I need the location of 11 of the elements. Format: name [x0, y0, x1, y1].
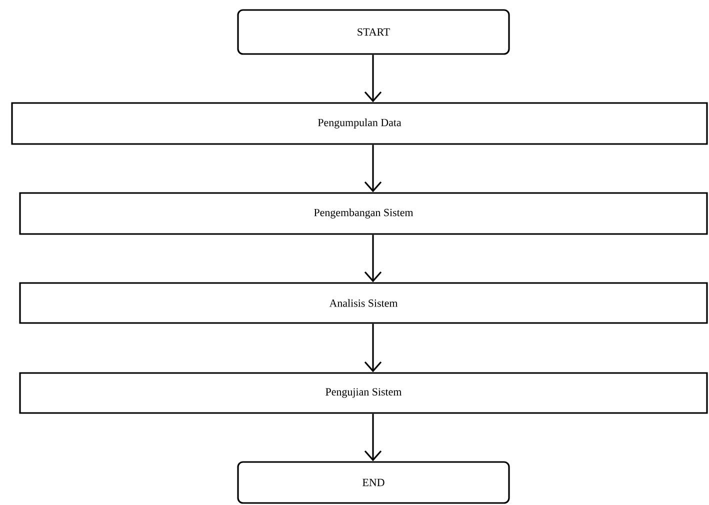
- process-box: Pengujian Sistem: [19, 372, 708, 414]
- process-box: Pengumpulan Data: [11, 102, 708, 145]
- terminal-box: START: [237, 9, 510, 55]
- arrow: [364, 144, 382, 192]
- process-box: Analisis Sistem: [19, 282, 708, 324]
- process-box: Pengembangan Sistem: [19, 192, 708, 235]
- terminal-box: END: [237, 461, 510, 504]
- arrow: [364, 54, 382, 102]
- arrow: [364, 234, 382, 282]
- arrow: [364, 324, 382, 372]
- arrow: [364, 414, 382, 462]
